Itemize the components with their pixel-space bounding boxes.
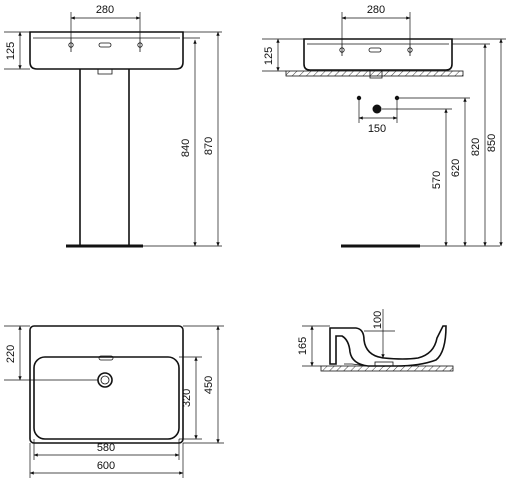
plan-label-580: 580 bbox=[97, 442, 115, 454]
plan-label-220: 220 bbox=[5, 345, 17, 363]
side-label-150: 150 bbox=[368, 123, 386, 135]
plan-label-450: 450 bbox=[203, 376, 215, 394]
side-label-125: 125 bbox=[263, 47, 275, 65]
front-pedestal bbox=[79, 69, 130, 245]
side-view: 280 125 150 570 620 bbox=[262, 4, 506, 248]
side-label-620: 620 bbox=[450, 159, 462, 177]
front-dim-overall-height: 870 bbox=[183, 31, 222, 247]
side-dim-waste-height: 570 bbox=[382, 108, 500, 247]
plan-dim-bowl-width: 580 bbox=[33, 439, 180, 460]
plan-dim-overall-depth: 450 bbox=[183, 325, 224, 444]
side-overflow-slot bbox=[368, 47, 382, 53]
front-view: 280 125 840 870 bbox=[4, 4, 222, 248]
plan-dim-bowl-depth: 320 bbox=[179, 356, 202, 440]
front-dim-basin-height: 125 bbox=[4, 31, 30, 70]
section-view: 165 100 bbox=[297, 309, 454, 372]
section-label-165: 165 bbox=[297, 337, 309, 355]
plan-label-320: 320 bbox=[181, 389, 193, 407]
plan-view: 220 320 450 580 600 bbox=[4, 325, 224, 478]
plan-dim-tap-offset: 220 bbox=[4, 325, 98, 381]
plan-dim-overall-width: 600 bbox=[29, 443, 184, 478]
section-dim-bowl-depth: 100 bbox=[364, 309, 395, 359]
front-label-125: 125 bbox=[5, 42, 17, 60]
side-label-570: 570 bbox=[431, 171, 443, 189]
front-basin-outline bbox=[29, 31, 184, 70]
plan-label-600: 600 bbox=[97, 460, 115, 472]
side-waste-outlet bbox=[369, 70, 383, 79]
front-tap-hole-right bbox=[137, 38, 143, 52]
plan-bowl-outline bbox=[33, 356, 180, 440]
front-dim-tap-spacing: 280 bbox=[70, 4, 141, 38]
plan-basin-outline bbox=[29, 325, 184, 444]
side-label-280: 280 bbox=[367, 4, 385, 16]
side-dim-waste-offset: 150 bbox=[358, 100, 398, 135]
front-tap-hole-left bbox=[68, 38, 74, 52]
side-dim-supply-height: 620 bbox=[399, 97, 470, 247]
side-supply-point-right bbox=[394, 95, 400, 101]
side-waste-point bbox=[372, 104, 382, 114]
side-tap-hole-left bbox=[339, 44, 345, 56]
plan-waste-drain bbox=[97, 372, 113, 388]
plan-overflow-slot bbox=[98, 355, 114, 361]
section-dim-overall-height: 165 bbox=[297, 325, 330, 367]
side-dim-overall-height: 850 bbox=[452, 38, 506, 247]
side-supply-point-left bbox=[356, 95, 362, 101]
side-label-820: 820 bbox=[470, 138, 482, 156]
side-dim-rim-height: 820 bbox=[452, 43, 490, 247]
side-dim-basin-height: 125 bbox=[262, 38, 304, 72]
side-basin-outline bbox=[303, 38, 453, 71]
side-wall-strip bbox=[285, 70, 464, 77]
front-label-280: 280 bbox=[96, 4, 114, 16]
side-dim-tap-spacing: 280 bbox=[341, 4, 411, 44]
front-dim-rim-height: 840 bbox=[143, 37, 222, 247]
side-tap-hole-right bbox=[407, 44, 413, 56]
front-overflow-slot bbox=[98, 42, 112, 48]
side-label-850: 850 bbox=[486, 134, 498, 152]
section-label-100: 100 bbox=[372, 311, 384, 329]
front-label-870: 870 bbox=[203, 137, 215, 155]
section-mounting-strip bbox=[320, 365, 454, 372]
front-label-840: 840 bbox=[180, 139, 192, 157]
section-basin-profile bbox=[329, 325, 447, 367]
